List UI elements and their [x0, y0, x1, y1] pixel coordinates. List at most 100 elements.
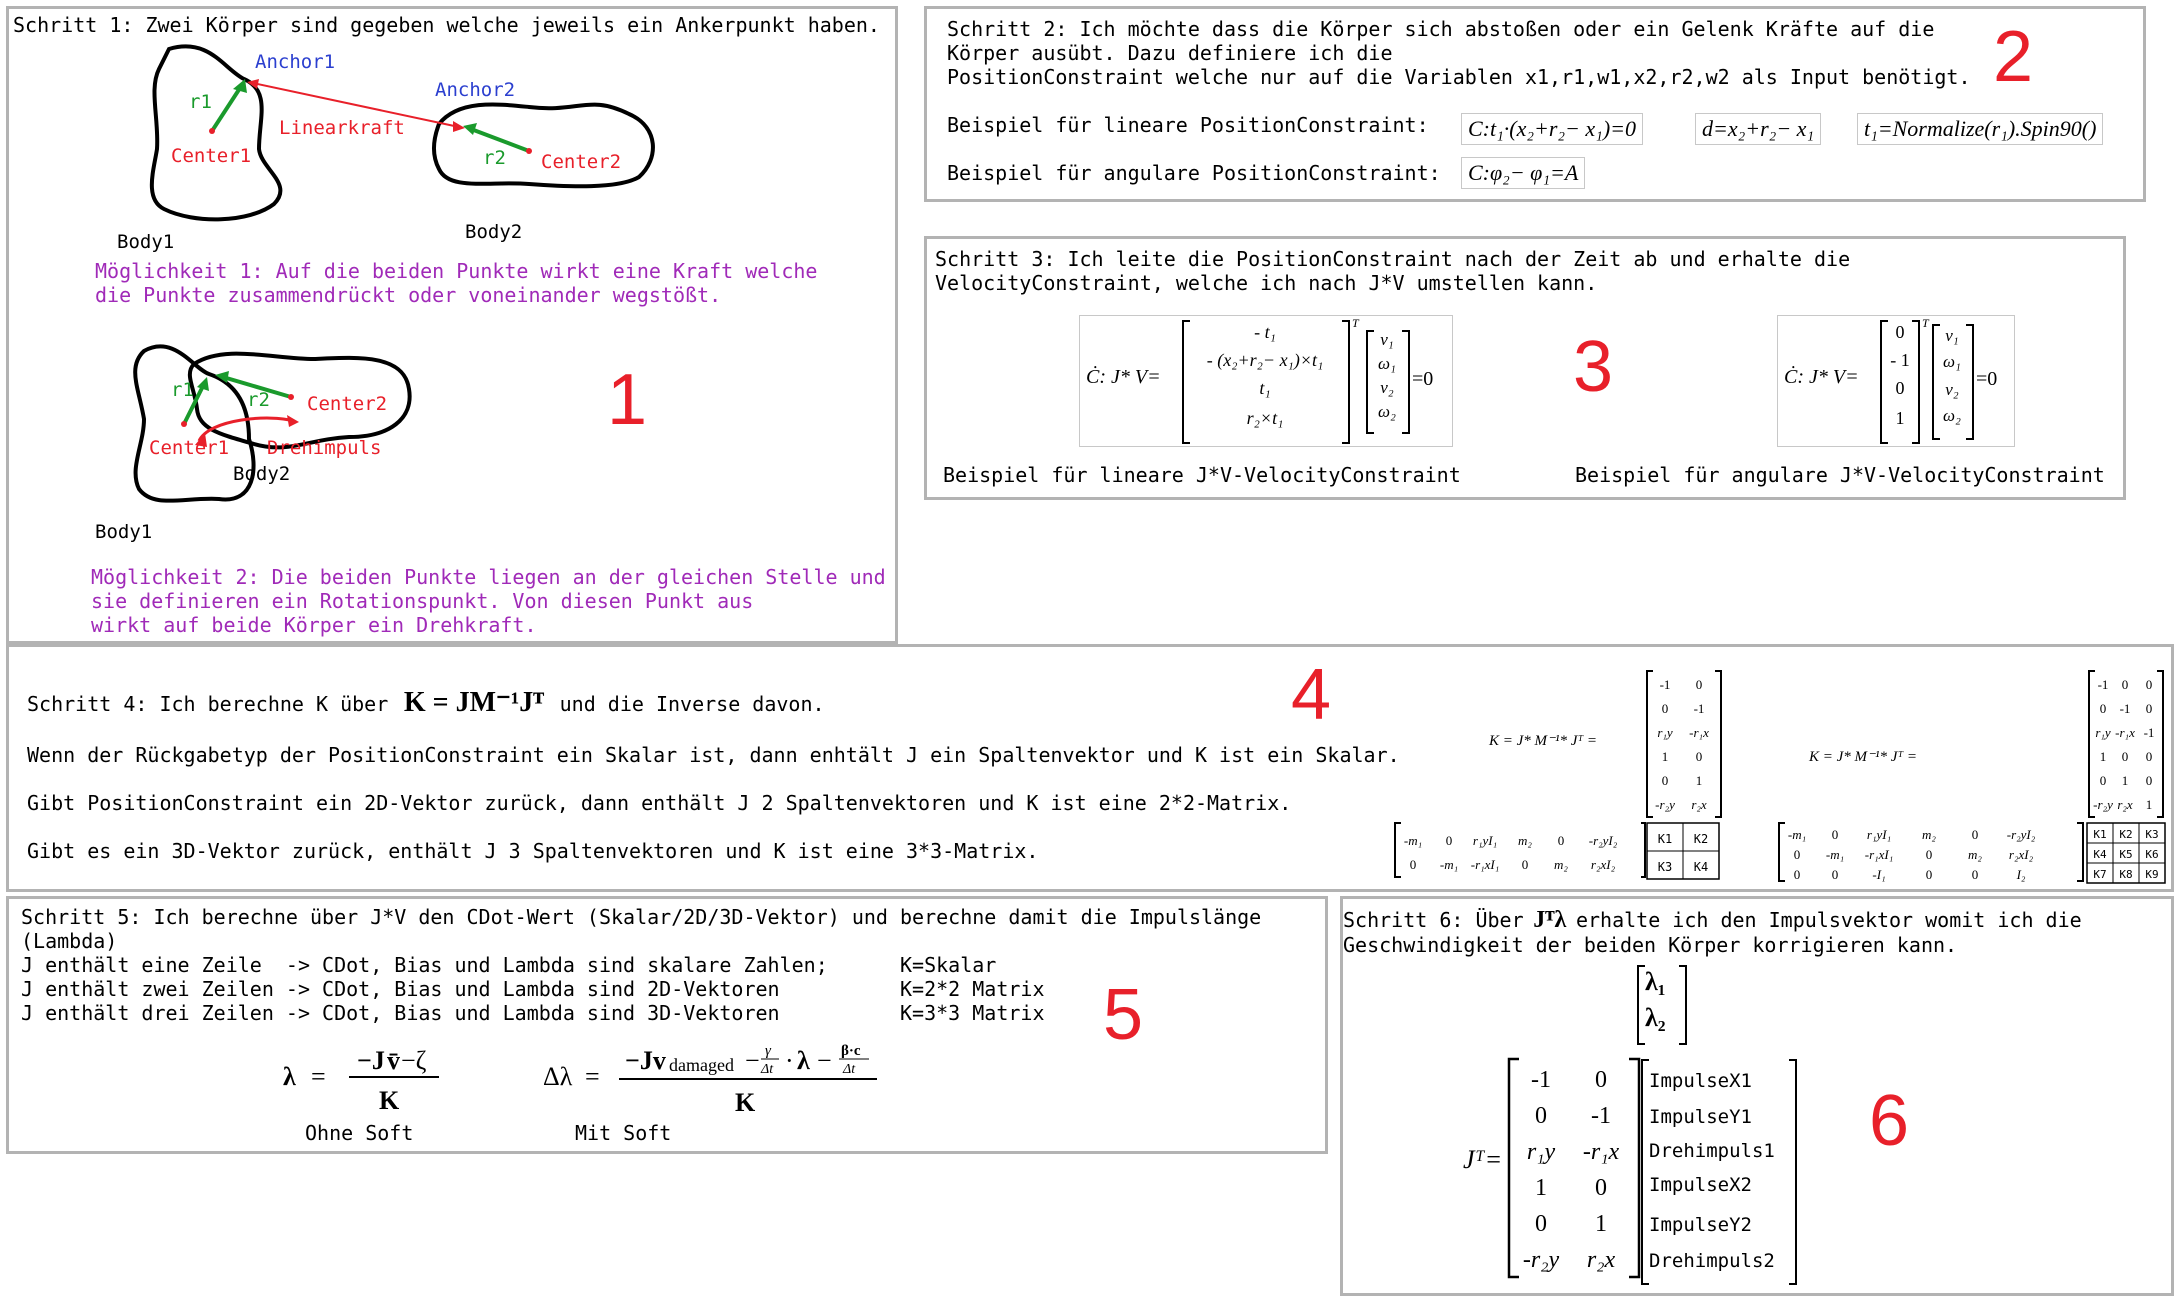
- output-drehimpuls1: Drehimpuls1: [1649, 1140, 1775, 1162]
- svg-text:Δλ: Δλ: [543, 1062, 573, 1091]
- svg-text:0: 0: [2146, 701, 2153, 716]
- lambda-2: λ₂: [1645, 1003, 1666, 1032]
- step4-line1-pre: Schritt 4: Ich berechne K über: [27, 692, 389, 716]
- lambda-1: λ₁: [1645, 967, 1666, 996]
- svg-text:-r₁x: -r₁x: [1689, 725, 1709, 740]
- step5-row1: J enthält eine Zeile -> CDot, Bias und L…: [21, 953, 997, 977]
- svg-text:0: 0: [2122, 677, 2129, 692]
- svg-text:0: 0: [1794, 867, 1801, 882]
- svg-text:-r₁xI₁: -r₁xI₁: [1471, 857, 1500, 872]
- svg-text:K7: K7: [2093, 868, 2106, 881]
- eq-zero-angular: =0: [1976, 368, 1998, 390]
- step-number-3: 3: [1573, 327, 1614, 407]
- step6-line1-post: erhalte ich den Impulsvektor womit ich d…: [1575, 908, 2082, 932]
- svg-text:-r₂y: -r₂y: [1523, 1247, 1560, 1273]
- svg-text:-1: -1: [2098, 677, 2109, 692]
- svg-text:−: −: [745, 1046, 760, 1075]
- svg-text:−Jv: −Jv: [625, 1046, 666, 1075]
- diagram-rotation-point: [133, 344, 412, 503]
- svg-text:0: 0: [1535, 1211, 1547, 1237]
- svg-text:1: 1: [2100, 749, 2107, 764]
- svg-text:r₁yI₁: r₁yI₁: [1867, 827, 1891, 842]
- caption-mit-soft: Mit Soft: [575, 1121, 672, 1145]
- svg-text:1: 1: [2122, 773, 2129, 788]
- svg-text:0: 0: [1696, 749, 1703, 764]
- svg-text:m₂: m₂: [1554, 857, 1568, 872]
- svg-text:-m₁: -m₁: [1440, 857, 1458, 872]
- formula-angular: C:φ₂− φ₁=A: [1461, 157, 1586, 189]
- step1-title: Schritt 1: Zwei Körper sind gegeben welc…: [13, 13, 880, 37]
- svg-text:0: 0: [1662, 701, 1669, 716]
- svg-text:Δt: Δt: [760, 1062, 774, 1077]
- svg-text:0: 0: [1972, 827, 1979, 842]
- step2-line2: Körper ausübt. Dazu definiere ich die: [947, 41, 1393, 65]
- step-number-4: 4: [1291, 655, 1332, 735]
- svg-text:0: 0: [1446, 833, 1453, 848]
- step5-panel: Schritt 5: Ich berechne über J*V den CDo…: [6, 896, 1328, 1154]
- svg-text:0: 0: [1696, 677, 1703, 692]
- lhs-angular: Ċ: J* V=: [1784, 366, 1859, 388]
- jt-label: Jᵀ=: [1463, 1145, 1503, 1174]
- label-body1-rot: Body1: [95, 521, 153, 543]
- option2-text-3: wirkt auf beide Körper ein Drehkraft.: [91, 613, 537, 637]
- svg-text:K5: K5: [2119, 848, 2132, 861]
- svg-text:K8: K8: [2119, 868, 2132, 881]
- svg-text:λ: λ: [797, 1046, 810, 1075]
- label-center2-rot: Center2: [307, 393, 388, 415]
- linear-v-3: ω₂: [1378, 402, 1396, 421]
- step-number-6: 6: [1869, 1081, 1910, 1161]
- svg-text:-1: -1: [1591, 1103, 1611, 1129]
- svg-text:0: 0: [1832, 867, 1839, 882]
- svg-text:0: 0: [2146, 749, 2153, 764]
- svg-text:K1: K1: [2093, 828, 2106, 841]
- step5-line2: (Lambda): [21, 929, 118, 953]
- label-r1-rot: r1: [171, 379, 194, 401]
- linear-j-1: - (x₂+r₂− x₁)×t₁: [1206, 350, 1324, 370]
- step4-line2: Wenn der Rückgabetyp der PositionConstra…: [27, 743, 1400, 767]
- output-impulsex1: ImpulseX1: [1649, 1070, 1752, 1092]
- label-center1-rot: Center1: [149, 437, 230, 459]
- label-anchor2: Anchor2: [435, 79, 516, 101]
- label-center2: Center2: [541, 151, 622, 173]
- svg-text:-r₂yI₂: -r₂yI₂: [2007, 827, 2036, 842]
- svg-text:γ: γ: [765, 1043, 772, 1059]
- svg-text:m₂: m₂: [1518, 833, 1532, 848]
- output-impulsey2: ImpulseY2: [1649, 1214, 1752, 1236]
- k-formula-3x3: K = J* M⁻¹* Jᵀ =: [1809, 749, 1918, 765]
- label-body2: Body2: [465, 221, 523, 243]
- svg-text:-1: -1: [1660, 677, 1671, 692]
- svg-text:K9: K9: [2145, 868, 2158, 881]
- svg-text:K3: K3: [1658, 860, 1672, 874]
- caption-ohne-soft: Ohne Soft: [305, 1121, 414, 1145]
- diagram-linear-force: [149, 44, 655, 222]
- label-body1: Body1: [117, 231, 175, 253]
- linear-velocity-constraint: Ċ: J* V= - t₁ - (x₂+r₂− x₁)×t₁ t₁ r₂×t₁ …: [1079, 315, 1453, 447]
- step6-panel: Schritt 6: Über Jᵀλ erhalte ich den Impu…: [1340, 896, 2174, 1296]
- option2-text-1: Möglichkeit 2: Die beiden Punkte liegen …: [91, 565, 886, 589]
- svg-text:r₁yI₁: r₁yI₁: [1473, 833, 1497, 848]
- transpose-mark-angular: T: [1922, 316, 1929, 330]
- caption-linear-jv: Beispiel für lineare J*V-VelocityConstra…: [943, 463, 1461, 487]
- svg-text:m₂: m₂: [1968, 847, 1982, 862]
- svg-text:r₂xI₂: r₂xI₂: [1591, 857, 1616, 872]
- svg-text:1: 1: [1535, 1175, 1547, 1201]
- svg-text:0: 0: [1410, 857, 1417, 872]
- svg-text:r₂x: r₂x: [2117, 797, 2133, 812]
- svg-text:r₂xI₂: r₂xI₂: [2009, 847, 2034, 862]
- svg-text:K1: K1: [1658, 832, 1672, 846]
- step4-line4: Gibt es ein 3D-Vektor zurück, enthält J …: [27, 839, 1039, 863]
- angular-v-0: v₁: [1945, 326, 1959, 345]
- svg-text:r₂x: r₂x: [1691, 797, 1707, 812]
- svg-text:β·c: β·c: [841, 1043, 861, 1059]
- formula-linear-c: C:t₁·(x₂+r₂− x₁)=0: [1461, 113, 1643, 145]
- svg-text:K: K: [735, 1088, 756, 1117]
- svg-text:=: =: [585, 1062, 600, 1091]
- transpose-mark: T: [1352, 316, 1359, 330]
- option1-text-2: die Punkte zusammendrückt oder voneinand…: [95, 283, 722, 307]
- svg-text:0: 0: [1662, 773, 1669, 788]
- svg-text:K3: K3: [2145, 828, 2158, 841]
- svg-text:0: 0: [2146, 677, 2153, 692]
- svg-text:K: K: [379, 1086, 400, 1115]
